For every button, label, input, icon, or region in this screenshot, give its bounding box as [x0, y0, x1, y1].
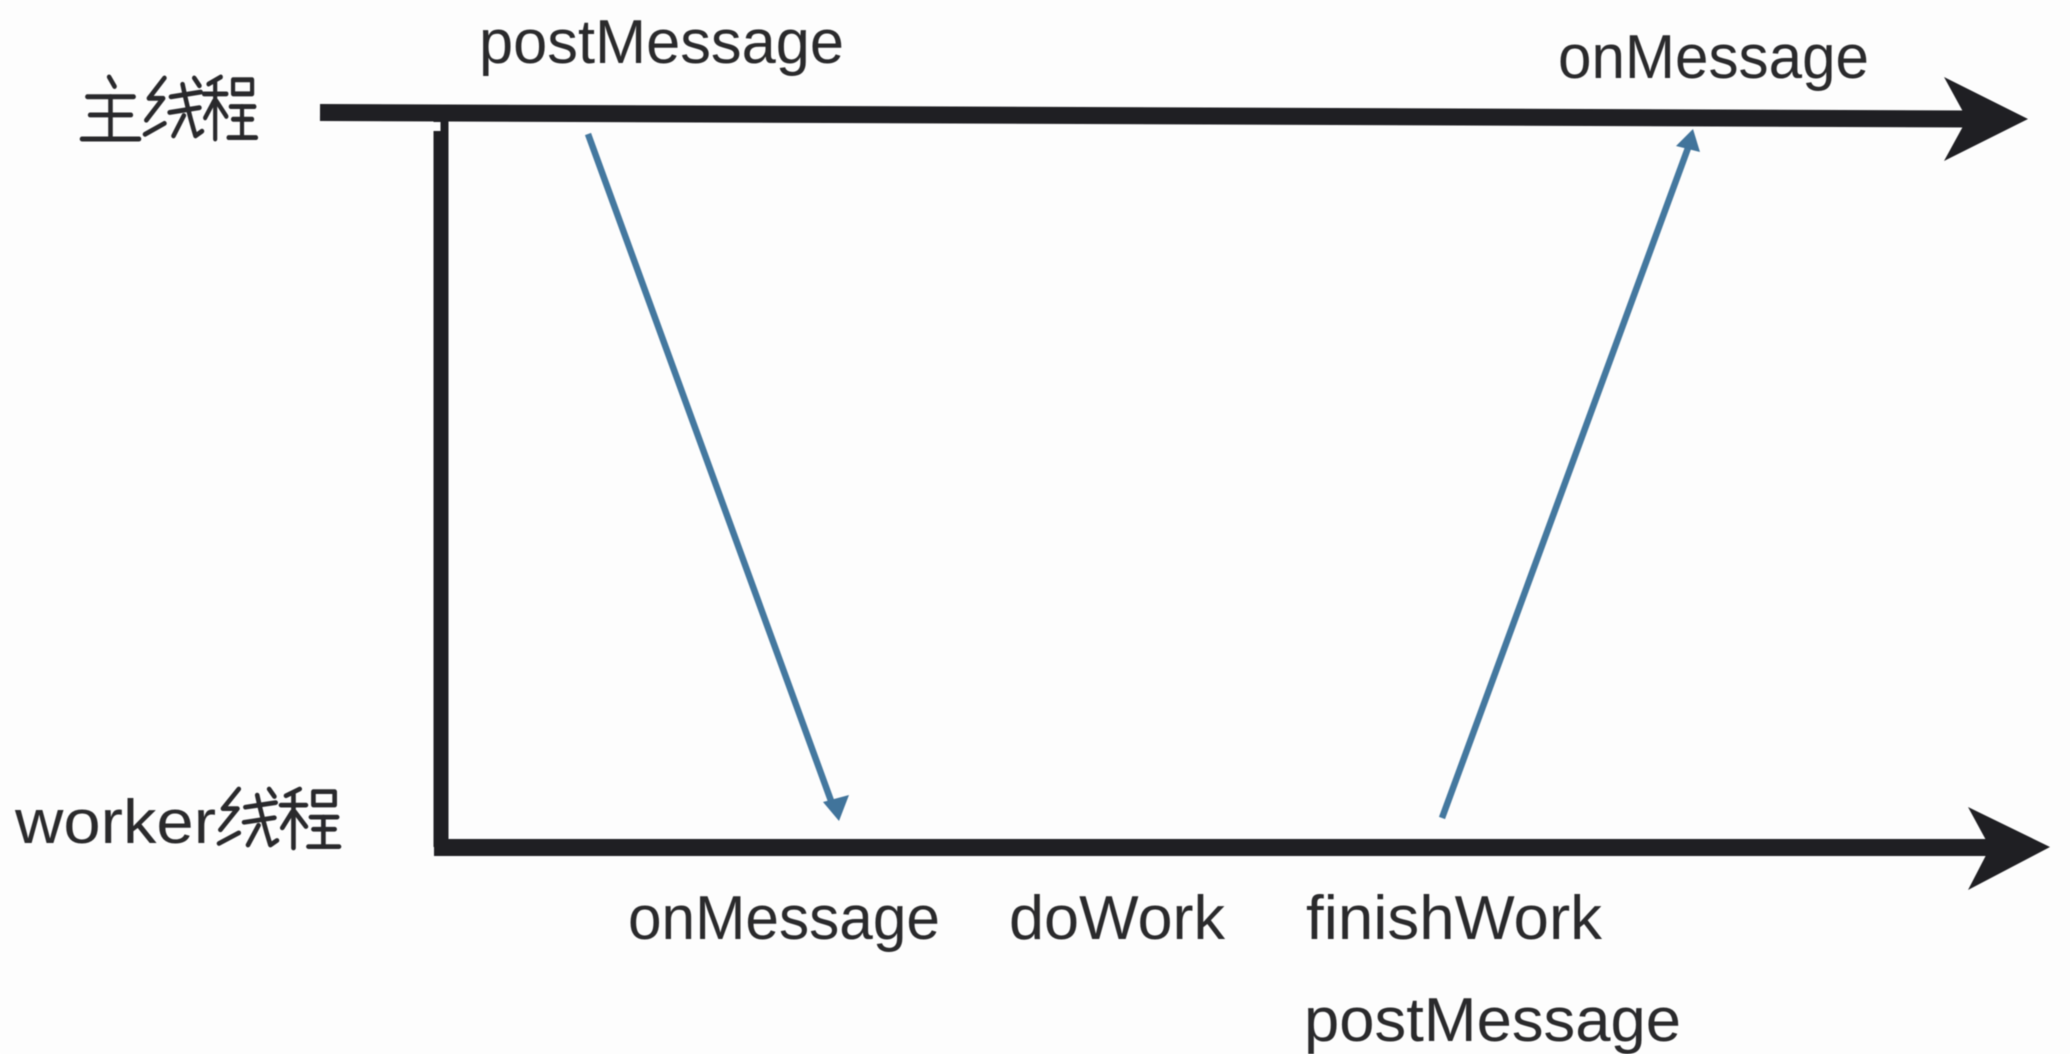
svg-text:onMessage: onMessage: [1558, 23, 1869, 92]
svg-text:postMessage: postMessage: [1304, 986, 1681, 1054]
svg-text:postMessage: postMessage: [479, 8, 844, 77]
svg-text:doWork: doWork: [1009, 884, 1226, 953]
svg-text:onMessage: onMessage: [628, 884, 940, 953]
svg-text:worker: worker: [14, 788, 216, 857]
svg-text:finishWork: finishWork: [1306, 884, 1603, 953]
